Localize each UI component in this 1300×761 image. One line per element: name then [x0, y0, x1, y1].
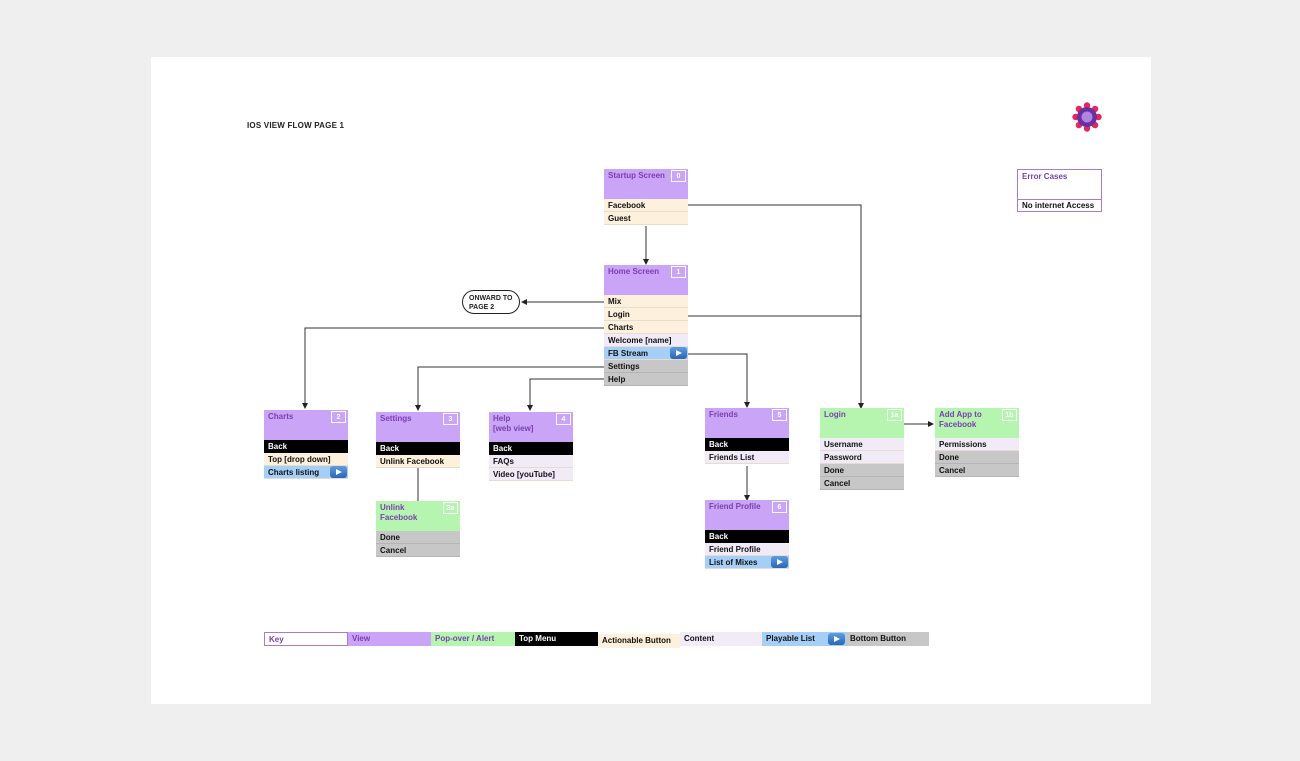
video-link[interactable]: Video [youTube] — [489, 468, 573, 481]
mix-button[interactable]: Mix — [604, 295, 688, 308]
screen-title: Add App to — [939, 410, 982, 419]
friend-profile-content: Friend Profile — [705, 543, 789, 556]
error-cases-title: Error Cases — [1018, 170, 1101, 200]
back-button[interactable]: Back — [264, 440, 348, 453]
fb-stream-item[interactable]: FB Stream — [604, 347, 688, 360]
permissions-content: Permissions — [935, 438, 1019, 451]
back-button[interactable]: Back — [705, 530, 789, 543]
guest-button[interactable]: Guest — [604, 212, 688, 225]
password-field[interactable]: Password — [820, 451, 904, 464]
screen-number: 2 — [331, 411, 346, 423]
screen-number: 0 — [671, 170, 686, 182]
screen-title: Friends — [709, 410, 738, 419]
help-button[interactable]: Help — [604, 373, 688, 386]
legend-content: Content — [680, 632, 762, 646]
screen-title: Login — [824, 410, 846, 419]
screen-login: Login 1a Username Password Done Cancel — [820, 408, 904, 490]
screen-number: 3 — [443, 413, 458, 425]
screen-startup: Startup Screen 0 Facebook Guest — [604, 169, 688, 225]
faqs-link[interactable]: FAQs — [489, 455, 573, 468]
screen-settings: Settings 3 Back Unlink Facebook — [376, 412, 460, 468]
screen-title-line2: Facebook — [380, 513, 418, 522]
legend: Key View Pop-over / Alert Top Menu Actio… — [264, 632, 929, 648]
welcome-text: Welcome [name] — [604, 334, 688, 347]
onward-line1: ONWARD TO — [469, 295, 513, 302]
play-icon — [828, 633, 845, 645]
back-button[interactable]: Back — [705, 438, 789, 451]
screen-title-line2: [web view] — [493, 424, 534, 433]
done-button[interactable]: Done — [376, 531, 460, 544]
screen-number: 5 — [772, 409, 787, 421]
screen-charts: Charts 2 Back Top [drop down] Charts list… — [264, 410, 348, 479]
back-button[interactable]: Back — [376, 442, 460, 455]
screen-title: Settings — [380, 414, 412, 423]
cancel-button[interactable]: Cancel — [935, 464, 1019, 477]
onward-line2: PAGE 2 — [469, 304, 495, 311]
login-button[interactable]: Login — [604, 308, 688, 321]
error-case-item: No internet Access — [1022, 201, 1095, 210]
page-title: IOS VIEW FLOW PAGE 1 — [247, 121, 345, 130]
screen-title: Home Screen — [608, 267, 660, 276]
legend-playable: Playable List — [762, 632, 846, 646]
screen-title: Startup Screen — [608, 171, 665, 180]
screen-number: 1b — [1002, 409, 1017, 421]
done-button[interactable]: Done — [820, 464, 904, 477]
error-cases-box: Error Cases No internet Access — [1017, 169, 1102, 212]
list-of-mixes-item[interactable]: List of Mixes — [705, 556, 789, 569]
legend-top-menu: Top Menu — [515, 632, 598, 646]
legend-playable-label: Playable List — [766, 634, 815, 643]
charts-listing-item[interactable]: Charts listing — [264, 466, 348, 479]
screen-title: Help — [493, 414, 511, 423]
screen-number: 1 — [671, 266, 686, 278]
screen-title: Unlink — [380, 503, 405, 512]
play-icon[interactable] — [771, 556, 788, 568]
friends-list[interactable]: Friends List — [705, 451, 789, 464]
legend-actionable: Actionable Button — [598, 634, 680, 648]
top-dropdown[interactable]: Top [drop down] — [264, 453, 348, 466]
screen-home: Home Screen 1 Mix Login Charts Welcome [n… — [604, 265, 688, 386]
done-button[interactable]: Done — [935, 451, 1019, 464]
settings-button[interactable]: Settings — [604, 360, 688, 373]
screen-friend-profile: Friend Profile 6 Back Friend Profile List… — [705, 500, 789, 569]
screen-friends: Friends 5 Back Friends List — [705, 408, 789, 464]
username-field[interactable]: Username — [820, 438, 904, 451]
charts-button[interactable]: Charts — [604, 321, 688, 334]
screen-title-line2: Facebook — [939, 420, 977, 429]
fb-stream-label: FB Stream — [608, 349, 649, 358]
screen-number: 3a — [443, 502, 458, 514]
brand-logo-icon — [1072, 102, 1102, 132]
legend-view: View — [348, 632, 431, 646]
screen-help: Help[web view] 4 Back FAQs Video [youTube… — [489, 412, 573, 481]
unlink-facebook-button[interactable]: Unlink Facebook — [376, 455, 460, 468]
play-icon[interactable] — [330, 466, 347, 478]
screen-title: Charts — [268, 412, 294, 421]
list-of-mixes-label: List of Mixes — [709, 558, 758, 567]
screen-title: Friend Profile — [709, 502, 761, 511]
cancel-button[interactable]: Cancel — [376, 544, 460, 557]
cancel-button[interactable]: Cancel — [820, 477, 904, 490]
screen-number: 4 — [556, 413, 571, 425]
legend-key: Key — [264, 632, 348, 646]
legend-popover: Pop-over / Alert — [431, 632, 515, 646]
back-button[interactable]: Back — [489, 442, 573, 455]
charts-listing-label: Charts listing — [268, 468, 320, 477]
screen-number: 6 — [772, 501, 787, 513]
facebook-button[interactable]: Facebook — [604, 199, 688, 212]
legend-bottom: Bottom Button — [846, 632, 929, 646]
play-icon[interactable] — [670, 347, 687, 359]
onward-to-page-2[interactable]: ONWARD TO PAGE 2 — [462, 290, 520, 314]
screen-number: 1a — [887, 409, 902, 421]
